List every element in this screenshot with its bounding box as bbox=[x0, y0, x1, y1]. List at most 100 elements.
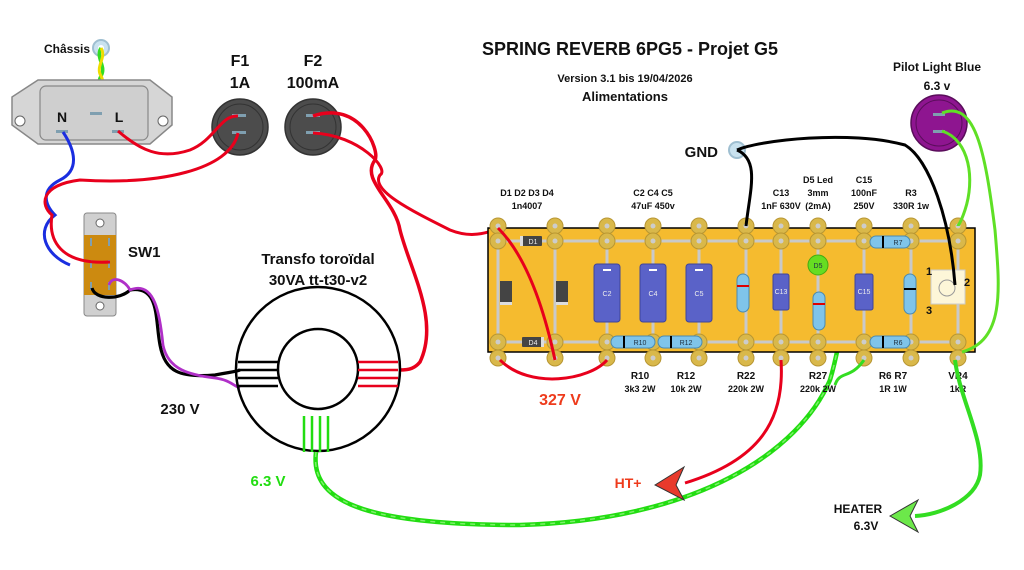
gnd-label: GND bbox=[685, 144, 719, 161]
resistor-r7 bbox=[869, 235, 911, 249]
mount-hole bbox=[157, 115, 169, 127]
vr4-pin1: 1 bbox=[926, 266, 932, 278]
pad-hole bbox=[861, 223, 867, 229]
pad-hole bbox=[778, 355, 784, 361]
label-r6: R6 bbox=[894, 340, 903, 347]
pilot-light-voltage: 6.3 v bbox=[924, 79, 951, 93]
capacitor-c2 bbox=[593, 263, 621, 323]
pad-hole bbox=[604, 238, 610, 244]
pad-hole bbox=[495, 238, 501, 244]
pad-hole bbox=[650, 223, 656, 229]
wire-f2-to-board bbox=[312, 131, 499, 236]
board-top-label: 47uF 450v bbox=[631, 201, 675, 211]
transformer-model: 30VA tt-t30-v2 bbox=[269, 272, 367, 289]
resistor-r6 bbox=[869, 335, 911, 349]
board-top-label: C13 bbox=[773, 188, 790, 198]
resistor-r12 bbox=[657, 335, 703, 349]
label-c4: C4 bbox=[649, 291, 658, 298]
section-title: Alimentations bbox=[582, 89, 668, 104]
secondary-heater-winding bbox=[302, 416, 330, 452]
heater-output-voltage: 6.3V bbox=[854, 519, 879, 533]
board-top-label: 330R 1w bbox=[893, 201, 930, 211]
board-bottom-label: R22 bbox=[737, 371, 756, 382]
label-c2: C2 bbox=[603, 291, 612, 298]
ht-arrow-icon bbox=[653, 465, 686, 502]
resistor-r10 bbox=[610, 335, 656, 349]
label-r10: R10 bbox=[634, 340, 647, 347]
label-d5: D5 bbox=[814, 263, 823, 270]
secondary-ht-winding bbox=[358, 360, 398, 388]
pad-hole bbox=[815, 223, 821, 229]
wire-f1-to-switch bbox=[43, 132, 240, 264]
led-d5 bbox=[807, 254, 829, 276]
wire-f2-to-secondary bbox=[312, 111, 429, 372]
toroidal-transformer bbox=[234, 285, 402, 453]
pad-hole bbox=[955, 238, 961, 244]
board-top-label: 250V bbox=[853, 201, 874, 211]
pad-hole bbox=[696, 355, 702, 361]
board-bottom-label: 220k 2W bbox=[800, 384, 837, 394]
board-bottom-label: R6 R7 bbox=[879, 371, 908, 382]
board-bottom-label: 3k3 2W bbox=[624, 384, 656, 394]
pad-hole bbox=[861, 355, 867, 361]
heater-voltage: 6.3 V bbox=[250, 473, 285, 490]
fuse-f2-rating: 100mA bbox=[287, 75, 340, 92]
label-c13: C13 bbox=[775, 289, 788, 296]
board-top-label: R3 bbox=[905, 188, 917, 198]
chassis-label: Châssis bbox=[44, 42, 90, 56]
rectified-voltage: 327 V bbox=[539, 392, 581, 409]
pad-hole bbox=[495, 355, 501, 361]
label-c5: C5 bbox=[695, 291, 704, 298]
wire-pilot-2 bbox=[941, 129, 972, 227]
pad-hole bbox=[552, 223, 558, 229]
board-top-label: 3mm bbox=[807, 188, 828, 198]
diode-d3 bbox=[500, 281, 512, 305]
resistor-r3 bbox=[903, 273, 917, 315]
board-top-label: 1nF 630V bbox=[761, 201, 801, 211]
resistor-r22 bbox=[736, 273, 750, 313]
label-d1: D1 bbox=[529, 239, 538, 246]
capacitor-c5 bbox=[685, 263, 713, 323]
pad-hole bbox=[743, 339, 749, 345]
wire-primary-black bbox=[90, 287, 241, 378]
wire-gnd-to-board bbox=[736, 148, 754, 227]
capacitor-c13 bbox=[772, 273, 790, 311]
wire-heater-out bbox=[914, 359, 983, 518]
board-top-label: 100nF bbox=[851, 188, 878, 198]
pad-hole bbox=[908, 223, 914, 229]
pad-hole bbox=[696, 223, 702, 229]
capacitor-c4 bbox=[639, 263, 667, 323]
pad-hole bbox=[552, 339, 558, 345]
board-bottom-label: R27 bbox=[809, 371, 828, 382]
heater-arrow-icon bbox=[888, 498, 920, 534]
board-bottom-label: 1kR bbox=[950, 384, 967, 394]
board-top-label: (2mA) bbox=[805, 201, 831, 211]
pad-hole bbox=[815, 355, 821, 361]
board-bottom-label: R12 bbox=[677, 371, 696, 382]
trimmer-vr4[interactable] bbox=[930, 269, 966, 305]
pad-hole bbox=[604, 223, 610, 229]
pad-hole bbox=[815, 339, 821, 345]
fuse-f1-rating: 1A bbox=[230, 75, 251, 92]
capacitor-c15 bbox=[854, 273, 874, 311]
pad-hole bbox=[815, 238, 821, 244]
mount-hole bbox=[14, 115, 26, 127]
pad-hole bbox=[743, 355, 749, 361]
transformer-name: Transfo toroïdal bbox=[261, 251, 374, 268]
board-top-label: 1n4007 bbox=[512, 201, 543, 211]
ht-output-label: HT+ bbox=[615, 475, 642, 491]
neutral-label: N bbox=[57, 109, 67, 125]
pad-hole bbox=[650, 238, 656, 244]
power-switch[interactable] bbox=[83, 212, 117, 317]
board-top-label: C15 bbox=[856, 175, 873, 185]
switch-label: SW1 bbox=[128, 244, 161, 261]
wire-rectified bbox=[498, 358, 609, 381]
pad-hole bbox=[495, 339, 501, 345]
diode-d2 bbox=[556, 281, 568, 305]
label-c15: C15 bbox=[858, 289, 871, 296]
label-r12: R12 bbox=[680, 340, 693, 347]
pad-hole bbox=[955, 355, 961, 361]
board-top-label: D1 D2 D3 D4 bbox=[500, 188, 554, 198]
